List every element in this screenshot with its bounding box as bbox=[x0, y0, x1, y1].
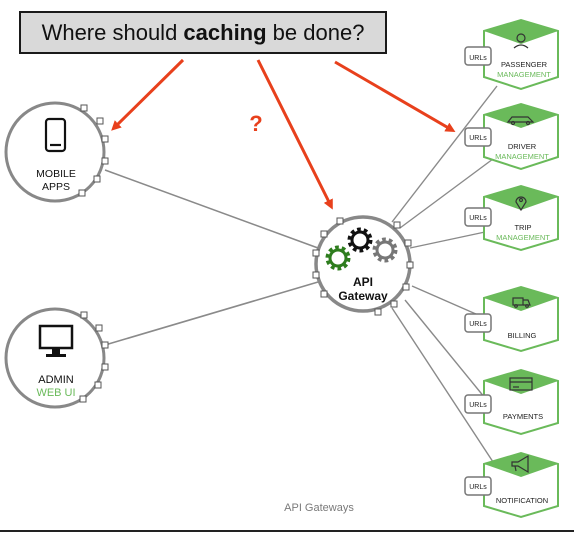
mobile-apps-node[interactable]: MOBILE APPS bbox=[4, 101, 109, 203]
gateway-to-billing-line bbox=[411, 285, 486, 319]
billing-name: BILLING bbox=[508, 331, 537, 340]
payments-urls-badge: URLs bbox=[469, 402, 487, 409]
question-text-post: be done? bbox=[266, 20, 365, 45]
driver-sub: MANAGEMENT bbox=[495, 152, 549, 161]
arrow-to-mobile bbox=[111, 58, 185, 131]
api-gateway-node[interactable]: API Gateway bbox=[312, 215, 414, 316]
car-icon bbox=[506, 116, 535, 126]
bottom-divider bbox=[0, 530, 574, 532]
gears-icon bbox=[325, 227, 398, 271]
gear-icon-green bbox=[325, 245, 351, 271]
gateway-to-passenger-line bbox=[391, 85, 498, 223]
billing-urls-badge: URLs bbox=[469, 321, 487, 328]
question-arrows bbox=[111, 58, 456, 210]
gear-icon-gray bbox=[372, 237, 398, 263]
gateway-to-notification-line bbox=[391, 307, 498, 469]
service-payments[interactable]: URLs PAYMENTS bbox=[464, 368, 559, 436]
question-mark: ? bbox=[249, 111, 262, 136]
mobile-apps-label-line2: APPS bbox=[42, 181, 70, 193]
admin-web-ui-node[interactable]: ADMIN WEB UI bbox=[4, 307, 109, 409]
gateway-label-line1: API bbox=[353, 275, 373, 289]
gateway-to-payments-line bbox=[404, 299, 486, 399]
admin-label-line2: WEB UI bbox=[36, 387, 75, 399]
gateway-to-trip-line bbox=[409, 231, 486, 249]
mobile-to-gateway-line bbox=[104, 169, 319, 249]
notification-name: NOTIFICATION bbox=[496, 496, 548, 505]
passenger-urls-badge: URLs bbox=[469, 55, 487, 62]
client-connectors bbox=[104, 169, 319, 346]
megaphone-icon bbox=[511, 454, 529, 474]
gear-icon-black bbox=[347, 227, 373, 253]
service-trip[interactable]: URLs TRIP MANAGEMENT bbox=[464, 184, 559, 252]
diagram-caption: API Gateways bbox=[284, 502, 354, 514]
map-pin-icon bbox=[515, 196, 527, 212]
service-connectors bbox=[391, 85, 498, 469]
notification-urls-badge: URLs bbox=[469, 484, 487, 491]
passenger-name: PASSENGER bbox=[501, 60, 548, 69]
smartphone-icon bbox=[44, 117, 67, 153]
trip-name: TRIP bbox=[514, 223, 531, 232]
service-driver[interactable]: URLs DRIVER MANAGEMENT bbox=[464, 102, 559, 171]
service-billing[interactable]: URLs BILLING bbox=[464, 285, 559, 353]
payments-name: PAYMENTS bbox=[503, 412, 543, 421]
monitor-icon bbox=[38, 324, 74, 357]
truck-icon bbox=[512, 297, 531, 308]
service-passenger[interactable]: URLs PASSENGER MANAGEMENT bbox=[464, 18, 559, 91]
trip-sub: MANAGEMENT bbox=[496, 233, 550, 242]
admin-label-line1: ADMIN bbox=[38, 374, 74, 386]
mobile-apps-label-line1: MOBILE bbox=[36, 168, 76, 180]
gateway-to-driver-line bbox=[399, 155, 498, 229]
admin-to-gateway-line bbox=[104, 281, 319, 346]
person-icon bbox=[513, 33, 529, 49]
service-notification[interactable]: URLs NOTIFICATION bbox=[464, 451, 559, 519]
passenger-sub: MANAGEMENT bbox=[497, 70, 551, 79]
arrow-to-services bbox=[334, 60, 456, 133]
question-banner: Where should caching be done? bbox=[19, 11, 387, 54]
arrow-to-gateway bbox=[256, 59, 333, 210]
gateway-label-line2: Gateway bbox=[338, 289, 388, 303]
question-text-bold: caching bbox=[183, 20, 267, 45]
driver-name: DRIVER bbox=[508, 142, 537, 151]
question-text-pre: Where should bbox=[41, 20, 184, 45]
credit-card-icon bbox=[509, 377, 533, 391]
driver-urls-badge: URLs bbox=[469, 135, 487, 142]
trip-urls-badge: URLs bbox=[469, 215, 487, 222]
